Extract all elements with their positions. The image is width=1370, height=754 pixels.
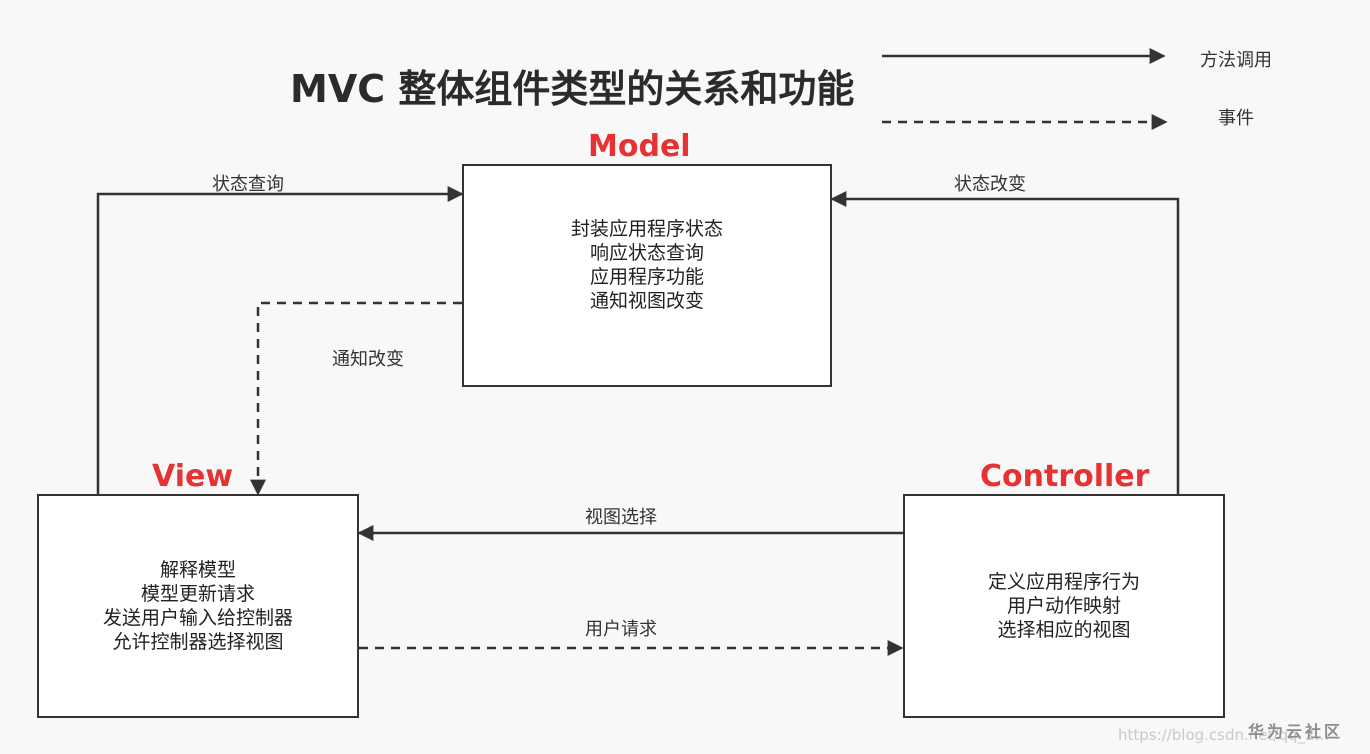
view-line: 解释模型 (159, 559, 236, 581)
diagram-title: MVC 整体组件类型的关系和功能 (290, 67, 855, 111)
legend-event-label: 事件 (1218, 108, 1254, 129)
view-box: 解释模型 模型更新请求 发送用户输入给控制器 允许控制器选择视图 (37, 494, 359, 718)
controller-box: 定义应用程序行为 用户动作映射 选择相应的视图 (903, 494, 1225, 718)
legend-method-call-label: 方法调用 (1200, 50, 1272, 71)
controller-line: 用户动作映射 (1006, 595, 1121, 617)
model-line: 封装应用程序状态 (570, 217, 723, 240)
model-box: 封装应用程序状态 响应状态查询 应用程序功能 通知视图改变 (462, 164, 832, 387)
edge-label-notify-change: 通知改变 (332, 349, 404, 370)
model-heading: Model (588, 129, 691, 164)
controller-line: 定义应用程序行为 (987, 571, 1140, 593)
edge-label-state-query: 状态查询 (212, 174, 284, 195)
view-heading: View (152, 459, 234, 494)
edge-state-change (830, 191, 1180, 494)
edge-label-view-select: 视图选择 (585, 507, 657, 528)
model-line: 通知视图改变 (589, 289, 704, 312)
model-line: 应用程序功能 (589, 265, 704, 288)
controller-heading: Controller (980, 459, 1150, 494)
edge-notify-change (250, 301, 462, 496)
watermark-brand: 华为云社区 (1248, 722, 1344, 741)
view-line: 允许控制器选择视图 (112, 631, 284, 653)
view-line: 发送用户输入给控制器 (102, 607, 293, 629)
watermark-url: https://blog.csdn.net/qq_2… (1118, 726, 1330, 744)
model-line: 响应状态查询 (589, 241, 704, 264)
view-line: 模型更新请求 (140, 583, 255, 605)
controller-line: 选择相应的视图 (997, 619, 1131, 641)
edge-label-user-request: 用户请求 (585, 619, 657, 640)
edge-label-state-change: 状态改变 (954, 174, 1026, 195)
edge-state-query (96, 186, 464, 494)
